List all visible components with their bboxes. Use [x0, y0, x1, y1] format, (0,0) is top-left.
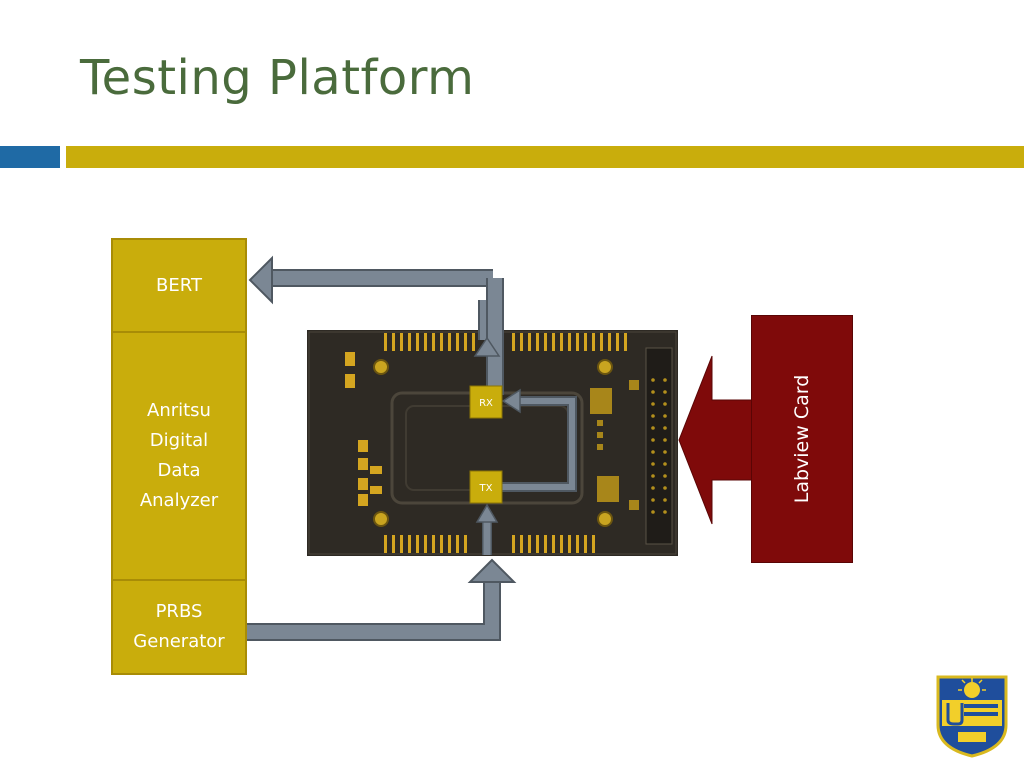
prbs-line-1: PRBS	[155, 601, 203, 622]
tx-chip	[469, 470, 503, 504]
header-bar-blue	[0, 146, 60, 168]
prbs-block: PRBS Generator	[111, 579, 247, 675]
labview-to-board-arrow	[678, 355, 753, 525]
analyzer-line-3: Data	[157, 460, 201, 481]
tx-to-rx-loopback-arrow	[501, 388, 577, 492]
prbs-to-tx-arrow	[247, 503, 517, 641]
university-of-delaware-logo	[936, 675, 1008, 758]
analyzer-line-1: Anritsu	[147, 400, 211, 421]
tx-label: TX	[479, 483, 493, 494]
slide-title: Testing Platform	[80, 50, 475, 106]
rx-to-bert-arrow	[248, 255, 504, 395]
labview-card: Labview Card	[751, 315, 853, 563]
rx-label: RX	[479, 398, 493, 409]
analyzer-block: Anritsu Digital Data Analyzer	[111, 331, 247, 581]
analyzer-line-4: Analyzer	[139, 490, 219, 511]
bert-label: BERT	[156, 274, 202, 296]
labview-label: Labview Card	[791, 374, 813, 504]
rx-chip	[469, 385, 503, 419]
prbs-line-2: Generator	[133, 631, 225, 652]
header-bar-gold	[66, 146, 1024, 168]
analyzer-line-2: Digital	[149, 430, 209, 451]
